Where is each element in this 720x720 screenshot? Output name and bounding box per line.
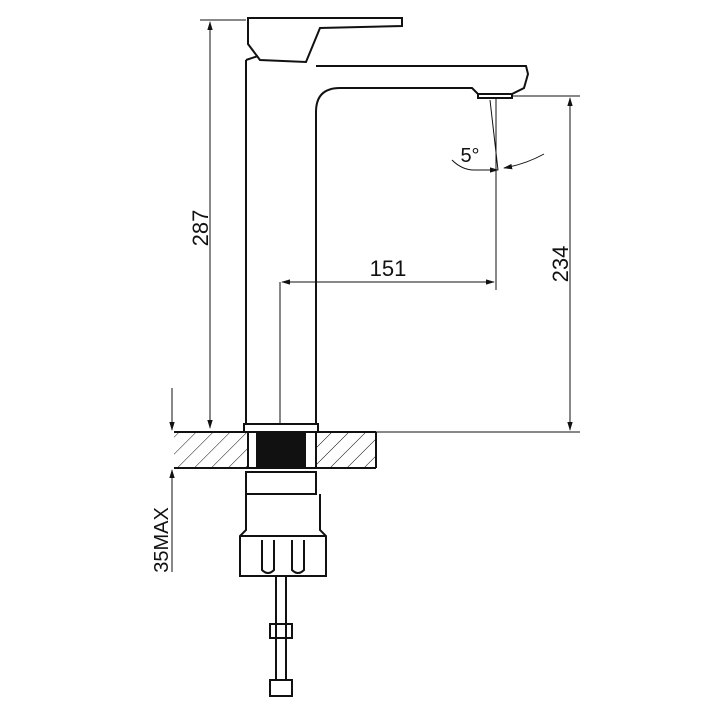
- spout-reach-label: 151: [370, 256, 407, 281]
- dim-spout-reach: 151: [279, 98, 497, 424]
- dim-spout-angle: 5°: [451, 99, 545, 173]
- deck-thickness-label: 35MAX: [151, 507, 173, 573]
- dim-spout-height: 234: [376, 95, 580, 433]
- threaded-shank: [256, 432, 306, 468]
- spout-angle-label: 5°: [460, 145, 479, 167]
- deck-left: [174, 432, 248, 468]
- spout-height-label: 234: [548, 246, 573, 283]
- dim-deck-thickness: 35MAX: [151, 388, 175, 573]
- supply-hose: [269, 576, 293, 697]
- dim-total-height: 287: [188, 19, 246, 429]
- base-flange: [243, 423, 319, 433]
- deck-section: [174, 423, 377, 469]
- mounting-nut: [239, 471, 327, 577]
- body-back-edge: [245, 55, 259, 61]
- deck-right: [316, 432, 376, 468]
- lever-handle: [247, 17, 403, 64]
- faucet-body: [245, 17, 530, 425]
- total-height-label: 287: [188, 210, 213, 247]
- body-column: [245, 60, 530, 425]
